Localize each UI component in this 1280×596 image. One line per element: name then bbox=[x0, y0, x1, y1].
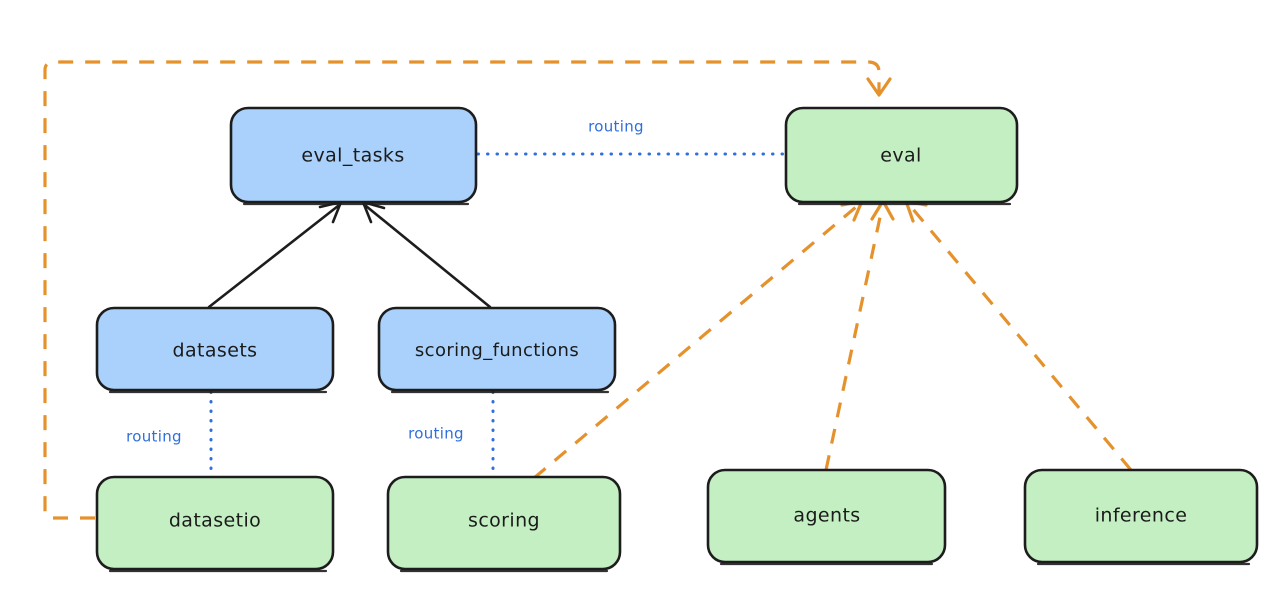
node-box-datasets bbox=[95, 306, 335, 392]
node-datasetio[interactable]: datasetio bbox=[95, 475, 335, 573]
edge-label-routing-eval: routing bbox=[588, 118, 644, 136]
arrowhead-datasetio-to-eval bbox=[866, 77, 892, 97]
edge-label-routing-scoring: routing bbox=[408, 425, 464, 443]
edge-path-agents-to-eval bbox=[824, 207, 884, 471]
node-label-agents: agents bbox=[793, 505, 860, 527]
node-box-datasetio bbox=[95, 475, 335, 571]
edge-path-scoring_functions-to-eval_tasks bbox=[364, 204, 492, 309]
node-box-agents bbox=[706, 468, 947, 564]
node-box-scoring_functions bbox=[377, 306, 617, 392]
node-eval[interactable]: eval bbox=[784, 106, 1019, 206]
node-label-datasetio: datasetio bbox=[169, 510, 261, 532]
node-label-inference: inference bbox=[1095, 505, 1188, 527]
node-box-eval_tasks bbox=[229, 106, 478, 204]
node-box-eval bbox=[784, 106, 1019, 204]
node-label-datasets: datasets bbox=[173, 340, 258, 362]
node-label-scoring: scoring bbox=[468, 510, 540, 532]
node-label-eval: eval bbox=[880, 145, 921, 167]
node-scoring[interactable]: scoring bbox=[386, 475, 622, 573]
node-scoring_functions[interactable]: scoring_functions bbox=[377, 306, 617, 394]
edge-inference-to-eval bbox=[904, 199, 1133, 472]
node-label-eval_tasks: eval_tasks bbox=[301, 145, 404, 167]
edge-label-routing-datasetio: routing bbox=[126, 428, 182, 446]
edge-datasets-to-eval_tasks bbox=[207, 200, 343, 309]
node-box-scoring bbox=[386, 475, 622, 571]
node-box-inference bbox=[1023, 468, 1259, 564]
edge-path-inference-to-eval bbox=[910, 206, 1133, 472]
edge-path-datasetio-to-eval bbox=[43, 60, 881, 520]
edge-scoring_functions-to-eval_tasks bbox=[361, 200, 492, 309]
node-datasets[interactable]: datasets bbox=[95, 306, 335, 394]
edge-path-datasets-to-eval_tasks bbox=[207, 204, 340, 309]
edge-datasetio-to-eval bbox=[43, 60, 892, 520]
node-inference[interactable]: inference bbox=[1023, 468, 1259, 566]
node-agents[interactable]: agents bbox=[706, 468, 947, 566]
node-eval_tasks[interactable]: eval_tasks bbox=[229, 106, 478, 206]
node-label-scoring_functions: scoring_functions bbox=[415, 340, 579, 361]
edge-agents-to-eval bbox=[824, 199, 895, 471]
